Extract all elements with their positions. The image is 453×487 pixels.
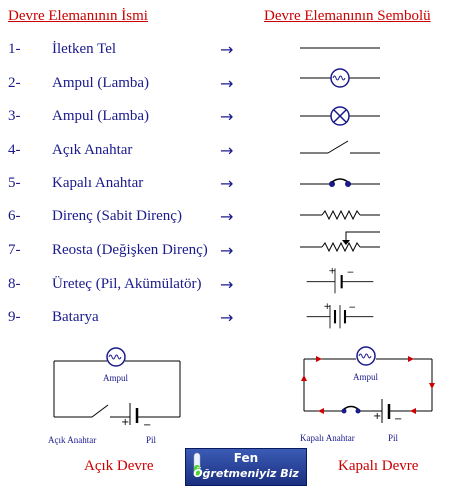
logo-line-1: Fen bbox=[233, 451, 259, 465]
arrow-icon: → bbox=[220, 141, 234, 160]
closed-switch-symbol bbox=[300, 178, 380, 187]
conductor-wire-symbol bbox=[300, 47, 380, 49]
open-lamp-label: Ampul bbox=[103, 373, 129, 383]
row-name-open-switch: Açık Anahtar bbox=[52, 142, 133, 158]
open-circuit-caption: Açık Devre bbox=[84, 458, 154, 474]
row-number: 4- bbox=[8, 142, 21, 158]
symbol-column-header: Devre Elemanının Sembolü bbox=[264, 8, 431, 24]
closed-circuit-diagram bbox=[301, 346, 435, 423]
row-name-resistor: Direnç (Sabit Direnç) bbox=[52, 208, 182, 224]
open-switch-symbol bbox=[300, 140, 380, 154]
arrow-icon: → bbox=[220, 207, 234, 226]
svg-text:−: − bbox=[347, 267, 355, 278]
row-name-rheostat: Reosta (Değişken Direnç) bbox=[52, 242, 208, 258]
row-number: 3- bbox=[8, 108, 21, 124]
arrow-icon: → bbox=[220, 174, 234, 193]
svg-text:+: + bbox=[328, 265, 336, 276]
minus-sign: − bbox=[394, 414, 403, 425]
minus-sign: − bbox=[143, 420, 152, 431]
arrow-icon: → bbox=[220, 107, 234, 126]
row-number: 2- bbox=[8, 75, 21, 91]
arrow-icon: → bbox=[220, 275, 234, 294]
plus-sign: + bbox=[121, 417, 130, 428]
lamp-cross-symbol bbox=[300, 106, 380, 126]
cell-symbol: + − bbox=[306, 265, 374, 294]
row-number: 5- bbox=[8, 175, 21, 191]
open-circuit-diagram bbox=[53, 347, 181, 425]
row-name-lamp-alt: Ampul (Lamba) bbox=[52, 108, 150, 124]
logo-line-2: Öğretmeniyiz Biz bbox=[193, 467, 299, 480]
plus-sign: + bbox=[373, 411, 382, 422]
row-number: 7- bbox=[8, 242, 21, 258]
svg-text:−: − bbox=[348, 302, 356, 313]
row-number: 8- bbox=[8, 276, 21, 292]
closed-circuit-caption: Kapalı Devre bbox=[338, 458, 419, 474]
row-number: 1- bbox=[8, 41, 21, 57]
open-battery-label: Pil bbox=[146, 435, 157, 445]
closed-battery-label: Pil bbox=[388, 433, 399, 443]
closed-switch-label: Kapalı Anahtar bbox=[300, 433, 355, 443]
arrow-icon: → bbox=[220, 74, 234, 93]
resistor-symbol bbox=[300, 209, 380, 221]
name-column-header: Devre Elemanının İsmi bbox=[8, 8, 148, 24]
row-name-closed-switch: Kapalı Anahtar bbox=[52, 175, 144, 191]
row-number: 6- bbox=[8, 208, 21, 224]
row-name-conductor-wire: İletken Tel bbox=[52, 41, 117, 57]
svg-text:+: + bbox=[323, 301, 331, 312]
arrow-icon: → bbox=[220, 40, 234, 59]
battery-symbol: + − bbox=[306, 301, 374, 329]
arrow-icon: → bbox=[220, 308, 234, 327]
row-number: 9- bbox=[8, 309, 21, 325]
rheostat-symbol bbox=[300, 231, 380, 253]
fen-ogretmeniyiz-biz-logo: Fen Öğretmeniyiz Biz bbox=[185, 448, 307, 486]
lamp-symbol bbox=[300, 68, 380, 88]
row-name-cell: Üreteç (Pil, Akümülatör) bbox=[52, 276, 202, 292]
closed-lamp-label: Ampul bbox=[353, 372, 379, 382]
row-name-battery: Batarya bbox=[52, 309, 99, 325]
row-name-lamp: Ampul (Lamba) bbox=[52, 75, 150, 91]
arrow-icon: → bbox=[220, 241, 234, 260]
test-tube-icon bbox=[193, 452, 201, 478]
open-switch-label: Açık Anahtar bbox=[48, 435, 97, 445]
